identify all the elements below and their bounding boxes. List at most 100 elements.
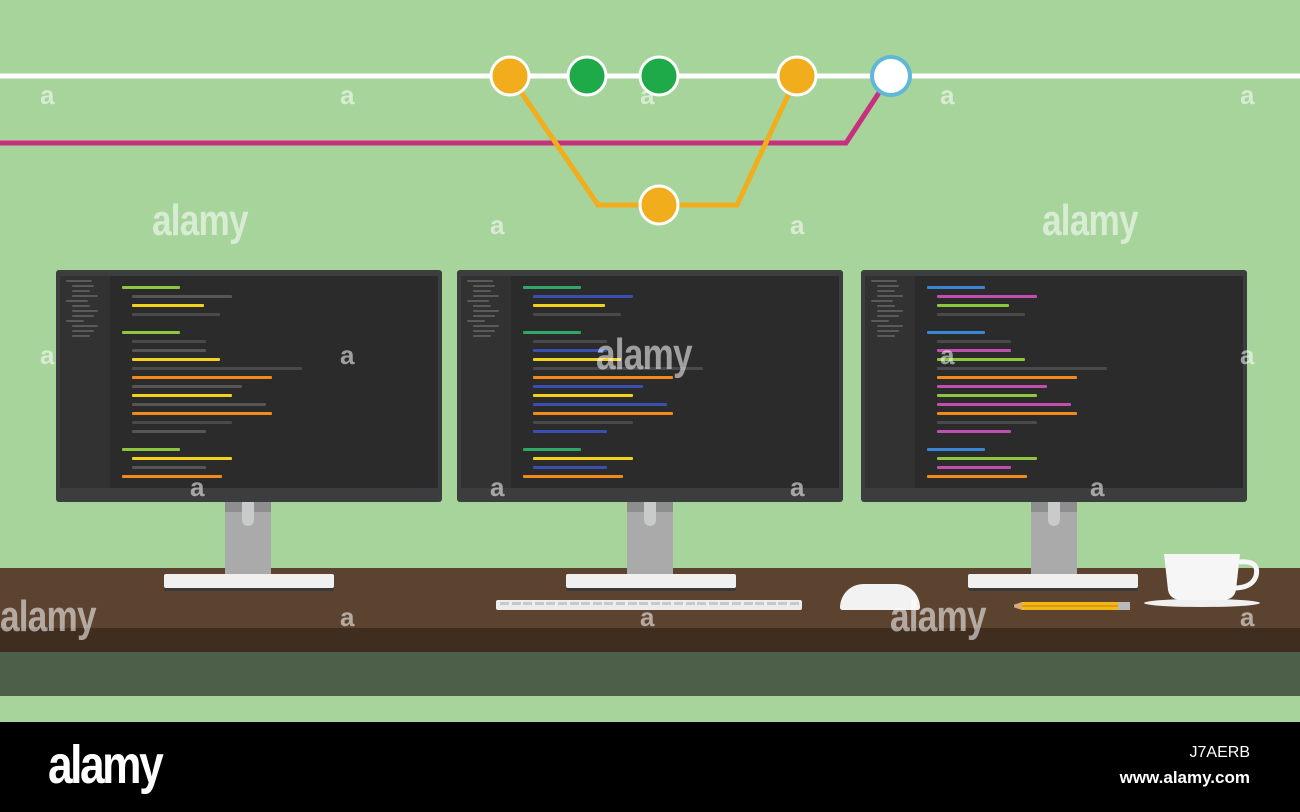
footer-logo: alamy	[48, 735, 164, 795]
floor	[0, 652, 1300, 696]
code-line	[533, 304, 605, 307]
code-line	[533, 295, 633, 298]
code-line	[937, 421, 1037, 424]
monitor-base	[164, 574, 334, 588]
code-line	[533, 385, 643, 388]
monitor-stand	[627, 502, 673, 576]
file-tree-entry	[877, 305, 895, 307]
code-line	[132, 367, 302, 370]
file-tree-entry	[72, 285, 94, 287]
keyboard-key	[755, 602, 765, 605]
watermark: a	[1240, 80, 1255, 110]
code-line	[937, 394, 1037, 397]
monitor-icon	[56, 270, 442, 502]
keyboard-key	[523, 602, 533, 605]
file-tree-entry	[473, 310, 499, 312]
code-line	[132, 430, 206, 433]
keyboard-key	[500, 602, 509, 605]
code-line	[132, 358, 220, 361]
monitor-base	[566, 574, 736, 588]
code-line	[122, 286, 180, 289]
file-tree-sidebar	[60, 276, 110, 488]
keyboard-key	[592, 602, 602, 605]
file-tree-entry	[66, 280, 92, 282]
commit-node	[489, 55, 531, 97]
monitor-base	[968, 574, 1138, 588]
keyboard-key	[732, 602, 741, 605]
file-tree-entry	[72, 325, 98, 327]
file-tree-entry	[72, 315, 94, 317]
illustration-scene: alamy alamy alamy alamy alamy a a a a a …	[0, 55, 1300, 696]
file-tree-entry	[473, 325, 499, 327]
watermark: alamy	[596, 330, 693, 379]
code-line	[927, 475, 1027, 478]
head-commit-node	[870, 55, 912, 97]
code-line	[122, 448, 180, 451]
code-line	[533, 394, 633, 397]
keyboard-key	[685, 602, 695, 605]
watermark: a	[640, 80, 655, 110]
watermark: a	[1090, 472, 1105, 502]
watermark: a	[790, 210, 805, 240]
monitor-icon	[457, 270, 843, 502]
code-line	[132, 457, 232, 460]
code-line	[937, 340, 1011, 343]
watermark: alamy	[890, 592, 987, 641]
watermark: a	[340, 80, 355, 110]
code-line	[132, 376, 272, 379]
keyboard-key	[581, 602, 591, 605]
keyboard-key	[790, 602, 799, 605]
commit-node	[566, 55, 608, 97]
file-tree-entry	[871, 320, 889, 322]
file-tree-entry	[473, 315, 495, 317]
code-line	[927, 286, 985, 289]
image-id: J7AERB	[1189, 744, 1250, 761]
feature-branch-line	[0, 74, 893, 146]
commit-node	[776, 55, 818, 97]
code-line	[533, 412, 673, 415]
file-tree-entry	[877, 330, 899, 332]
keyboard-key	[604, 602, 614, 605]
file-tree-entry	[72, 335, 90, 337]
keyboard-key	[616, 602, 625, 605]
code-line	[937, 385, 1047, 388]
file-tree-entry	[877, 310, 903, 312]
code-line	[927, 331, 985, 334]
file-tree-entry	[72, 310, 98, 312]
watermark: a	[40, 80, 55, 110]
code-line	[937, 304, 1009, 307]
code-line	[937, 376, 1077, 379]
code-line	[523, 286, 581, 289]
keyboard-icon	[496, 600, 802, 610]
file-tree-entry	[871, 280, 897, 282]
code-line	[533, 367, 703, 370]
code-line	[122, 475, 222, 478]
code-line	[132, 466, 206, 469]
code-line	[927, 448, 985, 451]
keyboard-key	[558, 602, 567, 605]
watermark: alamy	[0, 592, 97, 641]
code-line	[122, 331, 180, 334]
keyboard-key	[639, 602, 649, 605]
mouse-icon	[840, 584, 920, 610]
pencil-icon	[1010, 602, 1130, 610]
file-tree-entry	[877, 325, 903, 327]
code-line	[937, 349, 1011, 352]
watermark: a	[340, 602, 355, 632]
code-line	[132, 412, 272, 415]
watermark: a	[790, 472, 805, 502]
code-line	[937, 466, 1011, 469]
keyboard-key	[546, 602, 556, 605]
watermark: a	[640, 602, 655, 632]
file-tree-entry	[877, 335, 895, 337]
code-line	[533, 466, 607, 469]
code-line	[937, 430, 1011, 433]
watermark: a	[190, 472, 205, 502]
code-line	[132, 385, 242, 388]
keyboard-key	[511, 602, 521, 605]
code-line	[523, 448, 581, 451]
watermark: a	[940, 340, 955, 370]
keyboard-key	[697, 602, 707, 605]
file-tree-entry	[66, 320, 84, 322]
code-line	[132, 403, 266, 406]
